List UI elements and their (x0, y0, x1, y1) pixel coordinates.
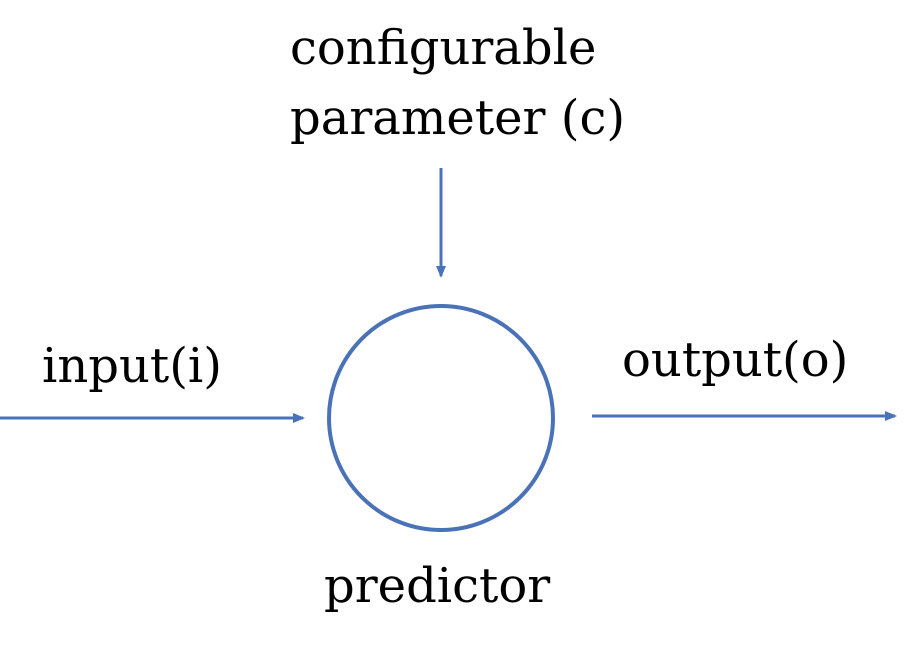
predictor-label: predictor (324, 558, 551, 614)
input-label: input(i) (42, 338, 222, 394)
predictor-node (327, 304, 555, 532)
parameter-label-line2: parameter (c) (290, 90, 626, 146)
parameter-label-line1: configurable (290, 20, 597, 76)
output-label: output(o) (622, 332, 849, 388)
